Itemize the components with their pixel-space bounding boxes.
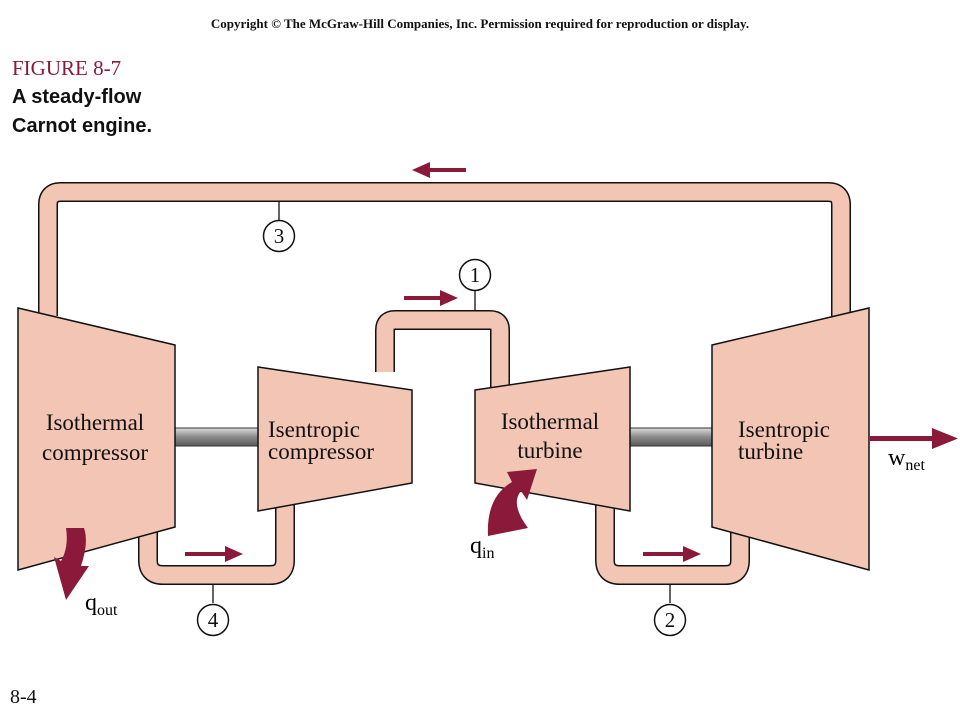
shaft-right bbox=[627, 427, 715, 447]
isentropic-turbine bbox=[711, 307, 870, 571]
heat-out-arrow bbox=[54, 528, 89, 600]
state-marker-4: 4 bbox=[196, 585, 230, 637]
copyright-notice: Copyright © The McGraw-Hill Companies, I… bbox=[210, 16, 750, 31]
flow-arrow-bottom-left bbox=[185, 546, 243, 562]
isentropic-compressor-label-2: compressor bbox=[268, 439, 374, 464]
figure-caption-line-1: A steady-flow bbox=[12, 86, 142, 108]
flow-arrow-bottom-right bbox=[643, 546, 701, 562]
state-marker-1: 1 bbox=[458, 258, 492, 310]
state-label-2: 2 bbox=[665, 608, 676, 632]
isothermal-compressor-label-1: Isothermal bbox=[46, 410, 144, 435]
w-net-label: wnet bbox=[888, 445, 925, 474]
figure-label: FIGURE 8-7 bbox=[12, 56, 122, 80]
slide-number: 8-4 bbox=[10, 686, 37, 708]
pipe-network bbox=[38, 182, 851, 585]
isentropic-turbine-label-1: Isentropic bbox=[738, 417, 830, 442]
q-out-label: qout bbox=[85, 590, 118, 619]
isothermal-compressor bbox=[17, 307, 176, 571]
q-in-label: qin bbox=[470, 533, 494, 562]
shaft-left bbox=[174, 427, 262, 447]
flow-arrows bbox=[185, 162, 701, 562]
state-marker-3: 3 bbox=[262, 202, 296, 253]
isothermal-turbine-label-2: turbine bbox=[517, 438, 582, 463]
isentropic-compressor-label-1: Isentropic bbox=[268, 417, 360, 442]
work-output-arrow bbox=[870, 428, 958, 449]
flow-arrow-state-1 bbox=[404, 290, 458, 306]
w-net-subscript: net bbox=[905, 457, 925, 474]
figure-caption-line-2: Carnot engine. bbox=[12, 115, 153, 137]
q-out-subscript: out bbox=[97, 602, 118, 619]
isentropic-turbine-label-2: turbine bbox=[738, 439, 803, 464]
isentropic-compressor bbox=[257, 366, 413, 512]
isothermal-compressor-label-2: compressor bbox=[42, 440, 148, 465]
state-label-1: 1 bbox=[470, 263, 481, 287]
state-label-4: 4 bbox=[208, 608, 219, 632]
heat-in-arrow bbox=[487, 469, 537, 536]
state-marker-2: 2 bbox=[653, 585, 687, 637]
q-in-symbol: q bbox=[470, 533, 482, 559]
q-out-symbol: q bbox=[85, 590, 97, 616]
flow-arrow-top bbox=[412, 162, 466, 178]
w-net-symbol: w bbox=[888, 445, 906, 471]
state-label-3: 3 bbox=[274, 224, 285, 248]
q-in-subscript: in bbox=[482, 545, 494, 562]
isothermal-turbine-label-1: Isothermal bbox=[501, 409, 599, 434]
